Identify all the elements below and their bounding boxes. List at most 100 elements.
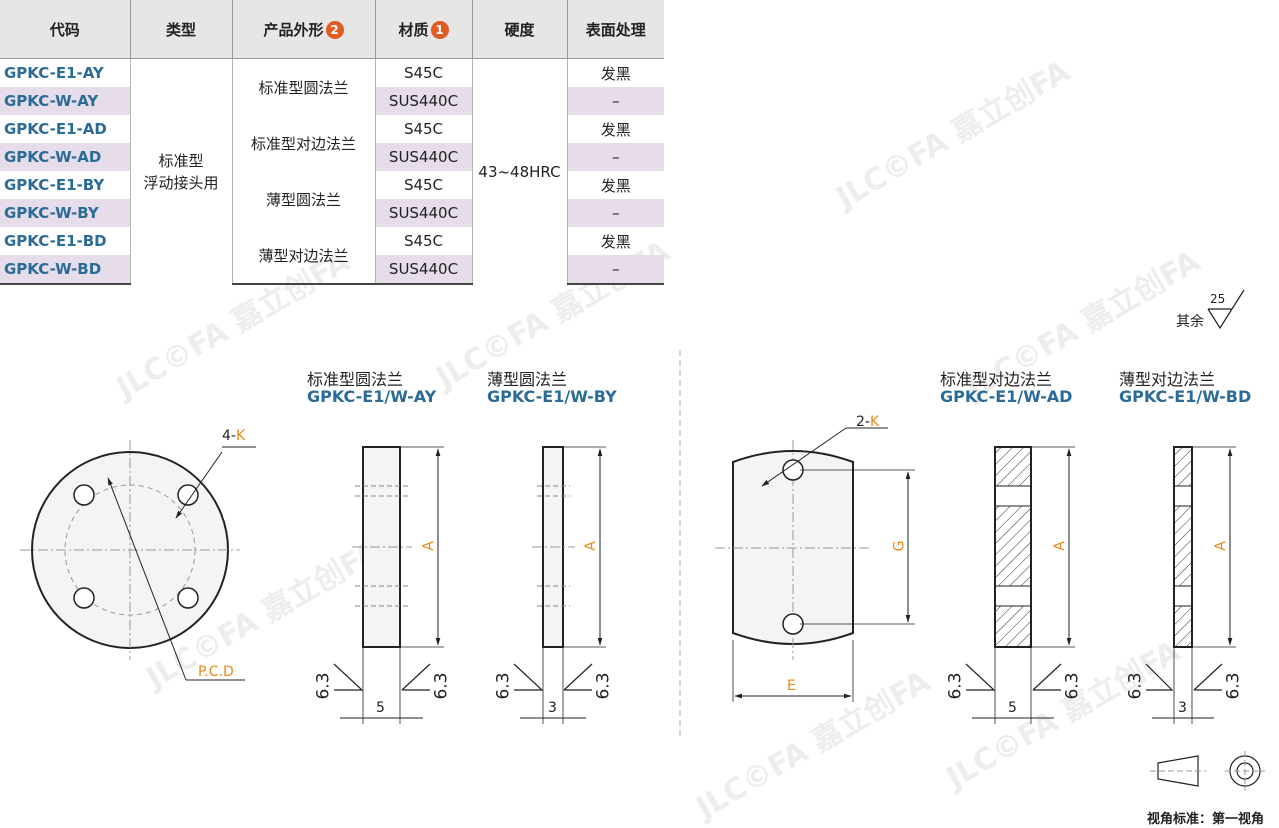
roughness-label: 6.3 [1125,672,1146,700]
thickness-thin-flat: 3 [1178,700,1187,716]
roughness-label: 6.3 [1223,672,1244,700]
round-holes-k: K [235,428,246,444]
shape-note-badge: 2 [325,20,344,39]
std-flat-code: GPKC-E1/W-AD [940,387,1073,406]
round-flange-front-view [20,440,256,681]
row-code: GPKC-W-BD [0,255,131,285]
bolt-hole [73,484,95,506]
surface-cell: 发黑 [600,176,631,195]
std-round-title: 标准型圆法兰 [307,370,404,389]
surface-cell: 发黑 [600,64,631,83]
flat-flange-front-view [715,427,915,702]
std-round-code: GPKC-E1/W-AY [307,387,437,406]
table-row: GPKC-E1-BY 薄型圆法兰 S45C 发黑 [0,171,664,227]
material-cell: SUS440C [375,199,473,227]
dim-e-label: E [787,678,796,694]
projection-symbol [1150,751,1265,791]
row-code: GPKC-E1-BD [0,227,131,255]
material-cell: SUS440C [375,87,473,115]
surface-cell: – [567,87,664,115]
flat-holes-k: K [869,414,880,430]
shape-cell: 薄型对边法兰 [232,227,376,285]
thin-flat-side-view [1145,446,1236,724]
dim-a-std-flat: A [1051,541,1068,551]
thin-round-title: 薄型圆法兰 [487,370,568,389]
surface-cell: 发黑 [600,232,631,251]
hardness-cell: 43~48HRC [472,58,568,284]
thickness-std-round: 5 [376,700,385,716]
header-code: 代码 [0,0,131,59]
material-cell: S45C [375,115,473,143]
type-cell: 标准型 浮动接头用 [130,58,233,284]
dim-a-std-round: A [420,541,437,551]
roughness-others-label: 其余 [1176,314,1204,330]
table-row: GPKC-W-BD SUS440C – [0,255,664,285]
row-code: GPKC-W-AD [0,143,131,171]
table-row: GPKC-W-AY SUS440C – [0,87,664,115]
row-code: GPKC-W-BY [0,199,131,227]
header-type: 类型 [130,0,233,59]
roughness-others-symbol [1207,289,1245,330]
header-shape-label: 产品外形 [263,20,324,39]
table-row: GPKC-W-BY SUS440C – [0,199,664,227]
std-flat-side-view [965,446,1075,724]
roughness-label: 6.3 [493,672,514,700]
surface-cell: – [567,199,664,227]
shape-cell: 薄型圆法兰 [232,171,376,227]
table-row: GPKC-E1-AD 标准型对边法兰 S45C 发黑 [0,115,664,171]
thickness-thin-round: 3 [548,700,557,716]
table-row: GPKC-E1-AY 标准型 浮动接头用 标准型圆法兰 S45C 43~48HR… [0,58,664,284]
bolt-hole [177,587,199,609]
flat-holes-count: 2- [856,414,870,430]
thin-round-side-view [513,446,606,724]
header-surface: 表面处理 [567,0,664,59]
thin-round-code: GPKC-E1/W-BY [487,387,617,406]
table-row: GPKC-W-AD SUS440C – [0,143,664,171]
material-cell: S45C [375,227,473,255]
type-value: 标准型 浮动接头用 [143,151,219,192]
material-cell: SUS440C [375,143,473,171]
roughness-label: 6.3 [945,672,966,700]
round-holes-label: 4-K [222,428,245,444]
material-cell: SUS440C [375,255,473,285]
thin-flat-title: 薄型对边法兰 [1119,370,1216,389]
surface-cell: – [567,255,664,285]
row-code: GPKC-E1-AD [0,115,131,143]
projection-label: 视角标准：第一视角 [1147,812,1265,827]
round-holes-count: 4- [222,428,236,444]
pcd-label: P.C.D [198,664,234,680]
row-code: GPKC-W-AY [0,87,131,115]
dim-g-label: G [891,540,908,552]
flat-holes-label: 2-K [856,414,879,430]
row-code: GPKC-E1-BY [0,171,131,199]
dim-a-thin-flat: A [1212,541,1229,551]
roughness-label: 6.3 [431,672,452,700]
material-cell: S45C [375,58,473,87]
header-hardness: 硬度 [472,0,568,59]
roughness-label: 6.3 [593,672,614,700]
bolt-hole [73,587,95,609]
row-code: GPKC-E1-AY [0,58,131,87]
bolt-hole [177,484,199,506]
std-flat-title: 标准型对边法兰 [940,370,1053,389]
shape-cell: 标准型圆法兰 [232,58,376,115]
roughness-others-value: 25 [1210,292,1226,306]
header-material-label: 材质 [398,20,429,39]
thickness-std-flat: 5 [1008,700,1017,716]
material-note-badge: 1 [430,20,449,39]
roughness-label: 6.3 [313,672,334,700]
shape-cell: 标准型对边法兰 [232,115,376,171]
surface-cell: 发黑 [600,120,631,139]
material-cell: S45C [375,171,473,199]
table-row: GPKC-E1-BD 薄型对边法兰 S45C 发黑 [0,227,664,285]
std-round-side-view [333,446,444,724]
dim-a-thin-round: A [582,541,599,551]
roughness-label: 6.3 [1062,672,1083,700]
surface-cell: – [567,143,664,171]
thin-flat-code: GPKC-E1/W-BD [1119,387,1252,406]
